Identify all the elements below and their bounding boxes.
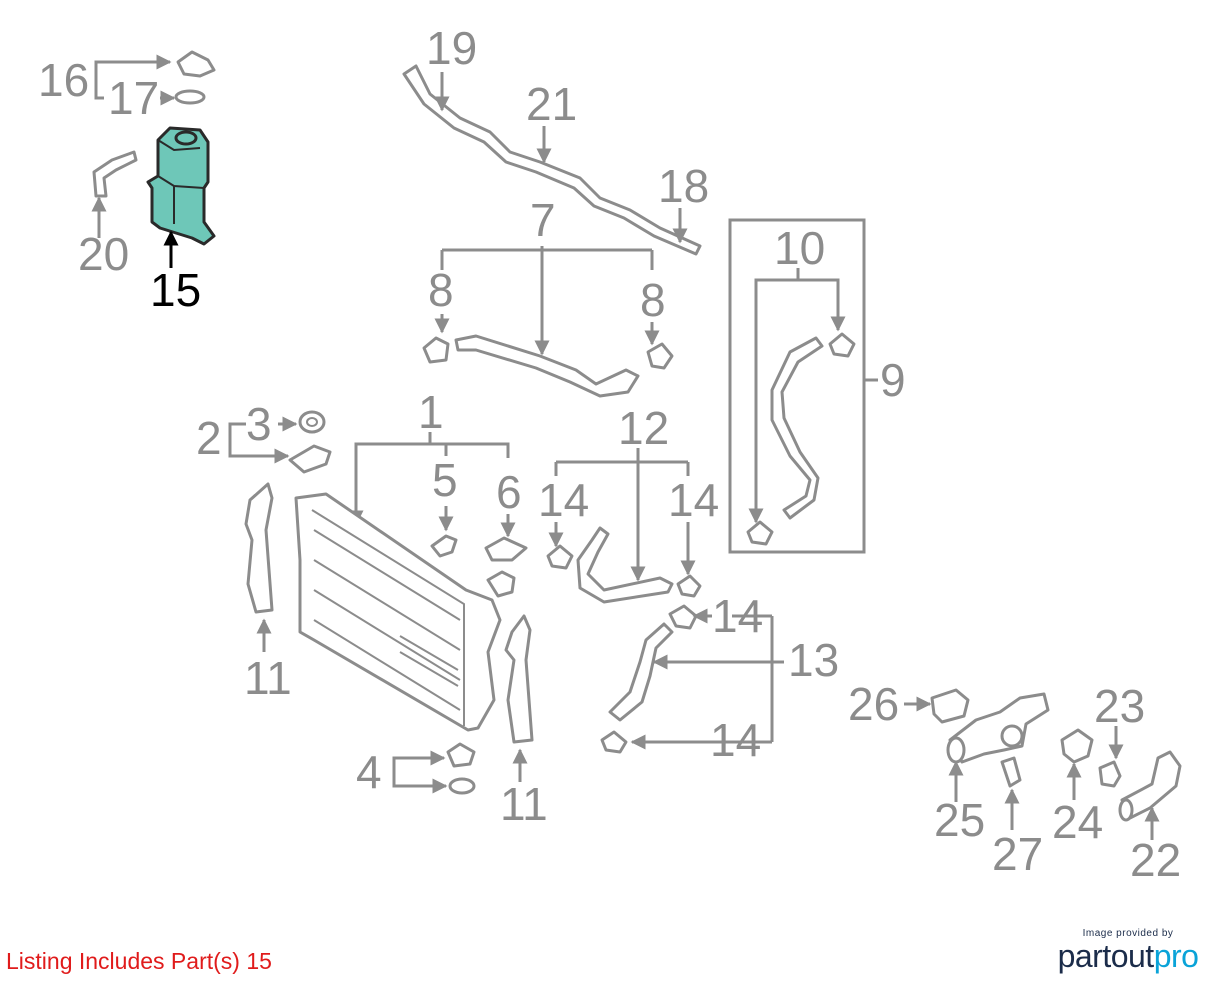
callout-8-right[interactable]: 8 xyxy=(640,274,666,326)
callout-18[interactable]: 18 xyxy=(658,160,709,212)
partoutpro-logo: Image provided by partoutpro xyxy=(1048,928,1208,973)
callout-12[interactable]: 12 xyxy=(618,402,669,454)
bushing xyxy=(298,410,326,434)
callout-27[interactable]: 27 xyxy=(992,828,1043,880)
callout-14-b[interactable]: 14 xyxy=(668,474,719,526)
callout-11-left[interactable]: 11 xyxy=(244,652,292,704)
hose-clamp xyxy=(646,342,674,370)
reservoir-cap xyxy=(174,50,216,105)
callout-13[interactable]: 13 xyxy=(788,634,839,686)
callout-2[interactable]: 2 xyxy=(196,412,222,464)
callout-9[interactable]: 9 xyxy=(880,354,906,406)
callout-25[interactable]: 25 xyxy=(934,794,985,846)
radiator xyxy=(294,492,516,732)
callout-26[interactable]: 26 xyxy=(848,678,899,730)
callout-1[interactable]: 1 xyxy=(418,386,444,438)
callout-4[interactable]: 4 xyxy=(356,746,382,798)
callout-14-d[interactable]: 14 xyxy=(710,714,761,766)
coolant-reservoir-part-15[interactable] xyxy=(146,126,216,246)
callout-7[interactable]: 7 xyxy=(530,194,556,246)
callout-10[interactable]: 10 xyxy=(774,222,825,274)
callout-19[interactable]: 19 xyxy=(426,22,477,74)
brand-tagline: Image provided by xyxy=(1082,928,1174,939)
callout-14-c[interactable]: 14 xyxy=(712,590,763,642)
callout-23[interactable]: 23 xyxy=(1094,680,1145,732)
callout-20[interactable]: 20 xyxy=(78,228,129,280)
callout-3[interactable]: 3 xyxy=(246,398,272,450)
brand-name-part2: pro xyxy=(1153,938,1199,974)
callout-8-left[interactable]: 8 xyxy=(428,264,454,316)
callout-21[interactable]: 21 xyxy=(526,78,577,130)
callout-17[interactable]: 17 xyxy=(108,72,159,124)
callout-15[interactable]: 15 xyxy=(150,264,201,316)
callout-5[interactable]: 5 xyxy=(432,454,458,506)
brand-name-part1: partout xyxy=(1057,938,1155,974)
callout-22[interactable]: 22 xyxy=(1130,834,1181,886)
listing-includes-text: Listing Includes Part(s) 15 xyxy=(6,948,272,974)
callout-14-a[interactable]: 14 xyxy=(538,474,589,526)
brand-name: partoutpro xyxy=(1048,939,1208,973)
callout-16[interactable]: 16 xyxy=(38,54,89,106)
hose-clamp xyxy=(422,336,450,364)
callout-24[interactable]: 24 xyxy=(1052,796,1103,848)
callout-11-right[interactable]: 11 xyxy=(500,778,548,830)
callout-6[interactable]: 6 xyxy=(496,466,522,518)
